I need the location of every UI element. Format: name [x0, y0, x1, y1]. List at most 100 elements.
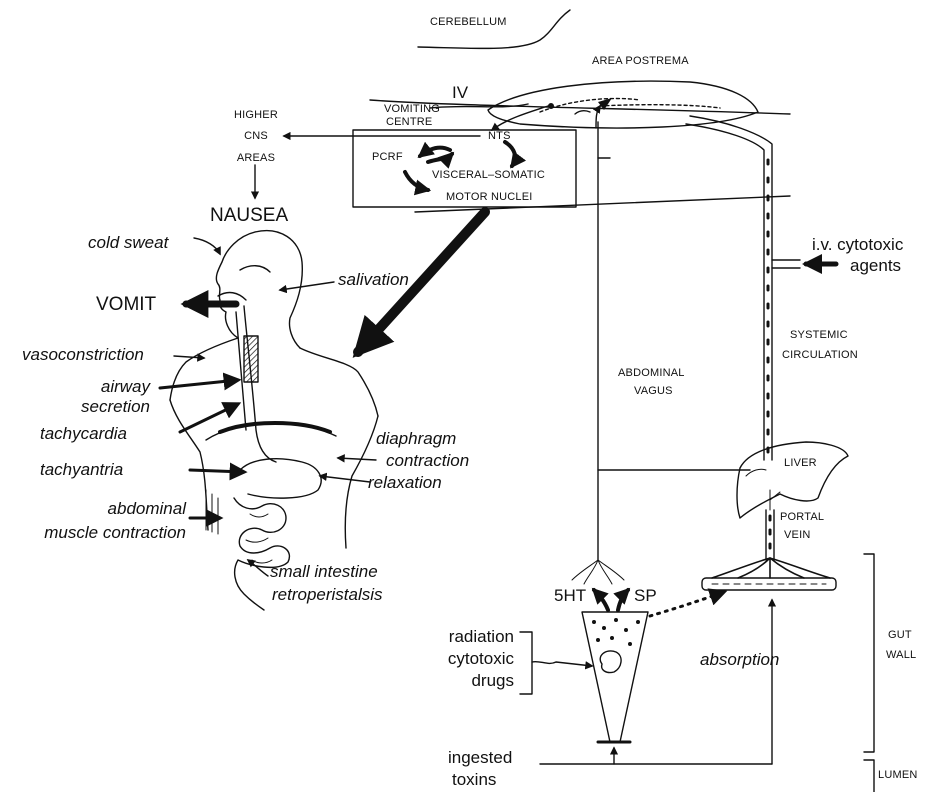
muscle-contraction-label: muscle contraction — [6, 524, 186, 541]
absorption-label: absorption — [700, 651, 779, 668]
relaxation-label: relaxation — [368, 474, 442, 491]
cell-nucleus — [600, 651, 621, 673]
vagal-tract-arrow — [575, 111, 590, 114]
diaphragm-fill — [220, 423, 330, 432]
shoulder-left — [170, 338, 238, 400]
area-postrema-inner — [540, 99, 720, 113]
vomiting-label: VOMITING — [384, 104, 440, 115]
stomach — [240, 459, 321, 498]
mesenteric-branches — [712, 558, 830, 578]
iv-arrowhead — [808, 258, 820, 270]
blood-vessel-outer — [690, 116, 772, 460]
mouth-passage — [218, 293, 246, 300]
arrow-5ht-right — [618, 590, 628, 610]
postrema-to-nts-arrow — [492, 106, 548, 130]
granule-2 — [602, 626, 606, 630]
nasal-passage — [240, 266, 270, 272]
arrow-5ht-left — [594, 590, 608, 610]
salivation-label: salivation — [338, 271, 409, 288]
vasoconstriction-label: vasoconstriction — [22, 346, 144, 363]
motor-nuclei-label: MOTOR NUCLEI — [446, 192, 533, 203]
pcrf-label: PCRF — [372, 152, 403, 163]
arrow-salivation — [280, 282, 334, 290]
granule-1 — [592, 620, 596, 624]
systemic-label: SYSTEMIC — [790, 330, 848, 341]
abdominal-label: abdominal — [6, 500, 186, 517]
radiation-bracket — [520, 632, 532, 694]
vein-label: VEIN — [784, 530, 810, 541]
drugs-label: drugs — [414, 672, 514, 689]
iv-entry — [772, 260, 800, 268]
vomit-label: VOMIT — [96, 295, 156, 314]
abdominal-vagus-label-1: ABDOMINAL — [618, 368, 685, 379]
granule-8 — [628, 642, 632, 646]
loop-nts-visceral — [505, 142, 515, 166]
face-outline — [216, 232, 255, 338]
serotonin-label: 5HT — [554, 587, 586, 604]
arrow-relaxation — [320, 476, 370, 482]
airway-trachea — [244, 336, 258, 382]
liver-vessels — [746, 469, 780, 510]
vagus-terminals — [572, 560, 624, 584]
lumen-bracket — [864, 760, 874, 792]
granule-4 — [624, 628, 628, 632]
nts-label: NTS — [488, 131, 511, 142]
portal-label: PORTAL — [780, 512, 824, 523]
centre-label: CENTRE — [386, 117, 432, 128]
nausea-label: NAUSEA — [210, 206, 288, 225]
esophagus — [244, 306, 276, 462]
arrow-to-circulation — [650, 592, 724, 616]
granule-7 — [610, 636, 614, 640]
liver-label: LIVER — [784, 458, 817, 469]
granule-6 — [596, 638, 600, 642]
tachycardia-label: tachycardia — [40, 425, 127, 442]
diaphragm-label: diaphragm — [376, 430, 456, 447]
area-postrema-label: AREA POSTREMA — [592, 56, 689, 67]
airway-label: airway — [50, 378, 150, 395]
loop-pcrf-visceral — [405, 172, 428, 190]
blood-vessel-inner — [686, 124, 764, 460]
granule-3 — [614, 618, 618, 622]
arrow-cold-sweat — [194, 238, 220, 254]
tachyantria-label: tachyantria — [40, 461, 123, 478]
retroperistalsis-label: retroperistalsis — [272, 586, 383, 603]
iv-cytotoxic-label: i.v. cytotoxic — [812, 236, 903, 253]
circulation-label: CIRCULATION — [782, 350, 858, 361]
agents-label: agents — [850, 257, 901, 274]
lumen-label: LUMEN — [878, 770, 918, 781]
visceral-somatic-label: VISCERAL–SOMATIC — [432, 170, 545, 181]
fourth-ventricle-label: IV — [452, 84, 468, 101]
shoulder-right — [300, 348, 378, 416]
cytotoxic-label: cytotoxic — [414, 650, 514, 667]
substance-p-label: SP — [634, 587, 657, 604]
radiation-label: radiation — [414, 628, 514, 645]
gut-wall-bracket — [864, 554, 874, 752]
liver-shape — [737, 442, 848, 518]
head-outline — [255, 231, 302, 348]
intestine-coils — [246, 514, 272, 563]
cns-label: CNS — [226, 131, 286, 142]
arrow-airway — [160, 380, 238, 388]
cerebellum-label: CEREBELLUM — [430, 17, 507, 28]
toxins-label: toxins — [452, 771, 496, 788]
abdominal-vagus-label-2: VAGUS — [634, 386, 673, 397]
gut-label: GUT — [888, 630, 912, 641]
arrow-vasoconstriction — [174, 356, 204, 358]
contraction-label: contraction — [386, 452, 469, 469]
higher-label: HIGHER — [226, 110, 286, 121]
radiation-arrow — [532, 662, 592, 666]
arrow-diaphragm — [338, 458, 376, 460]
secretion-label: secretion — [50, 398, 150, 415]
loop-pcrf-nts — [428, 154, 452, 162]
cold-sweat-label: cold sweat — [88, 234, 168, 251]
loop-nts-pcrf — [420, 148, 450, 156]
small-intestine-label: small intestine — [270, 563, 378, 580]
arrow-tachyantria — [190, 470, 244, 472]
ingested-label: ingested — [448, 749, 512, 766]
granule-5 — [636, 620, 640, 624]
nts-dot — [548, 103, 554, 109]
areas-label: AREAS — [226, 153, 286, 164]
wall-label: WALL — [886, 650, 916, 661]
villus-outline — [582, 612, 648, 742]
